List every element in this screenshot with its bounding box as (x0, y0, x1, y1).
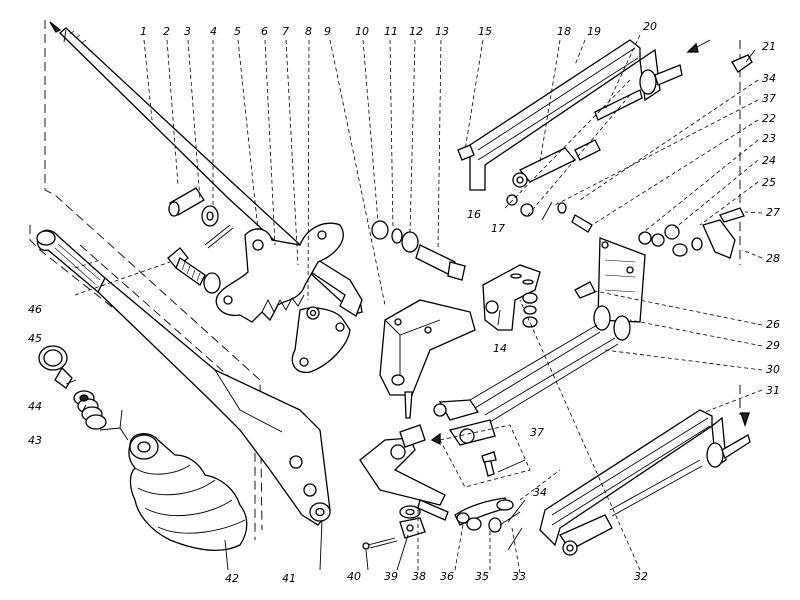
fasteners-10-13 (371, 220, 466, 281)
callout-4: 4 (210, 25, 217, 38)
callout-37-lower: 37 (530, 426, 544, 439)
callout-33: 33 (512, 570, 526, 583)
hand-lever (36, 229, 331, 526)
callout-6: 6 (261, 25, 268, 38)
callout-12: 12 (409, 25, 423, 38)
callout-16: 16 (467, 208, 481, 221)
callout-labels: 1 2 3 4 5 6 7 8 9 10 11 12 13 14 15 16 1… (28, 20, 780, 585)
callout-3: 3 (184, 25, 191, 38)
callout-20: 20 (643, 20, 657, 33)
callout-25: 25 (762, 176, 776, 189)
callout-26: 26 (766, 318, 780, 331)
callout-18: 18 (557, 25, 571, 38)
callout-11: 11 (384, 25, 398, 38)
callout-9: 9 (324, 25, 331, 38)
callout-14: 14 (493, 342, 507, 355)
callout-34-lower: 34 (533, 486, 547, 499)
pivot-bolt (167, 247, 221, 294)
callout-7: 7 (282, 25, 289, 38)
callout-44: 44 (28, 400, 42, 413)
leader-lines (65, 34, 763, 574)
callout-13: 13 (435, 25, 449, 38)
release-button (38, 345, 73, 389)
callout-21: 21 (762, 40, 776, 53)
callout-24: 24 (762, 154, 776, 167)
callout-19: 19 (587, 25, 601, 38)
rubber-boot (128, 433, 248, 552)
callout-32: 32 (634, 570, 648, 583)
callout-28: 28 (766, 252, 780, 265)
brake-cables (433, 305, 631, 446)
callout-27: 27 (766, 206, 780, 219)
callout-42: 42 (225, 572, 239, 585)
upper-cable-guide (457, 39, 683, 191)
callout-22: 22 (762, 112, 776, 125)
mounting-bracket (482, 264, 541, 331)
equalizer-assembly (359, 424, 523, 551)
pin-washer-cotter (168, 187, 234, 249)
callout-31: 31 (766, 384, 780, 397)
callout-38: 38 (412, 570, 426, 583)
right-bracket-parts (574, 54, 753, 323)
callout-40: 40 (347, 570, 361, 583)
callout-29: 29 (766, 339, 780, 352)
callout-45: 45 (28, 332, 42, 345)
callout-15: 15 (478, 25, 492, 38)
group-brackets (99, 409, 531, 488)
center-bracket (379, 299, 476, 419)
callout-2: 2 (163, 25, 170, 38)
ratchet-sector-plate (215, 222, 351, 374)
callout-34-upper: 34 (762, 72, 776, 85)
callout-46: 46 (28, 303, 42, 316)
callout-43: 43 (28, 434, 42, 447)
callout-36: 36 (440, 570, 454, 583)
assembly-arrows (49, 21, 750, 446)
callout-35: 35 (475, 570, 489, 583)
fasteners-16-17-22 (506, 194, 593, 233)
callout-23: 23 (762, 132, 776, 145)
callout-41: 41 (282, 572, 296, 585)
callout-37-upper: 37 (762, 92, 776, 105)
callout-30: 30 (766, 363, 780, 376)
callout-8: 8 (305, 25, 312, 38)
callout-10: 10 (355, 25, 369, 38)
callout-17: 17 (491, 222, 505, 235)
callout-1: 1 (140, 25, 147, 38)
callout-5: 5 (234, 25, 241, 38)
lower-cable-guide (539, 409, 751, 556)
callout-39: 39 (384, 570, 398, 583)
release-spring (73, 390, 107, 430)
